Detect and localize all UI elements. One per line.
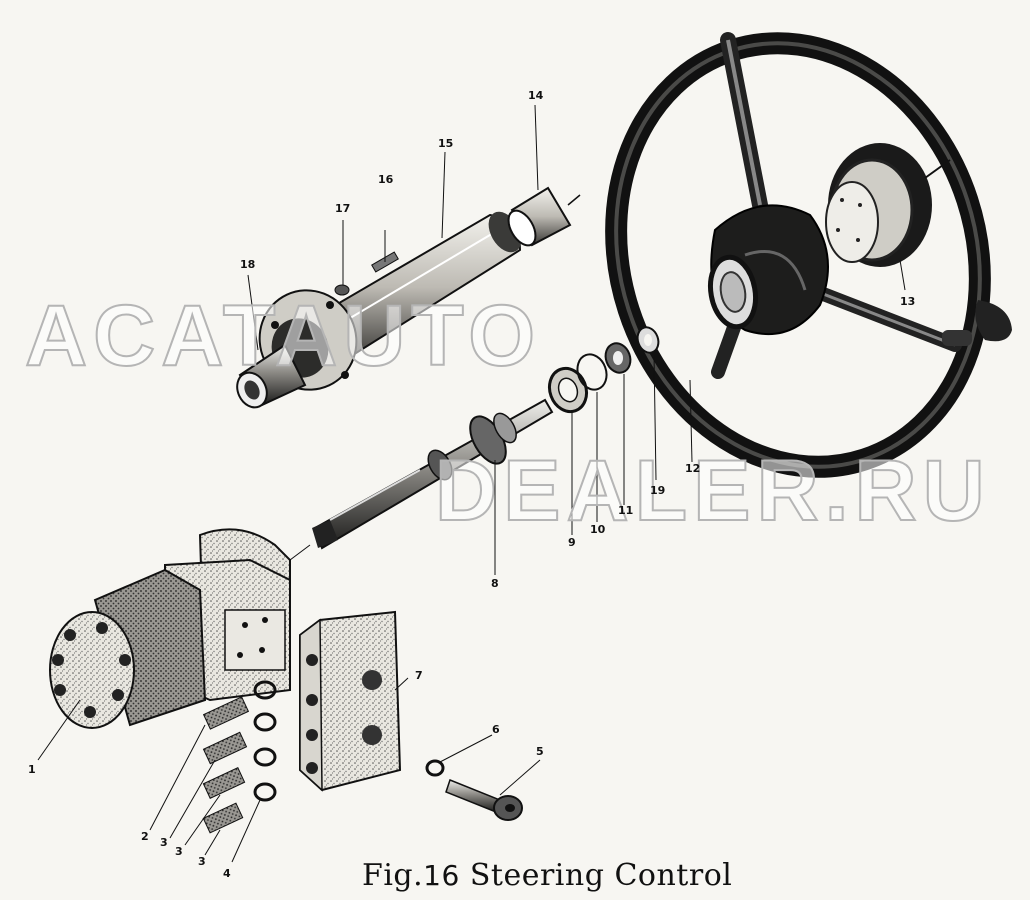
figure-caption: Fig.16 Steering Control [362,858,732,893]
callout-19: 19 [650,484,666,497]
callout-5: 5 [536,745,544,758]
pipe-fittings [149,696,250,856]
callout-4: 4 [223,867,231,880]
nut [604,342,632,505]
callout-1: 1 [28,763,36,776]
callout-8: 8 [491,577,499,590]
callout-12: 12 [685,462,701,475]
callout-18: 18 [240,258,256,271]
caption-prefix: Fig. [362,858,424,893]
steering-wheel [605,32,1012,478]
o-ring-seals [231,680,277,863]
caption-title: Steering Control [469,858,733,893]
callout-3a: 3 [160,836,168,849]
lock-screw [334,220,350,296]
valve-block [299,610,409,792]
caption-number: 16 [423,859,460,892]
callout-14: 14 [528,89,544,102]
callout-leaders [247,104,906,463]
callout-6: 6 [492,723,500,736]
callout-9: 9 [568,536,576,549]
seal-ring [547,366,589,535]
washer [636,326,660,481]
callout-3c: 3 [198,855,206,868]
clamp-bolt [371,230,399,273]
snap-ring [576,353,608,522]
upper-bearing [507,186,581,247]
steering-unit-body [37,528,311,761]
column-sleeve [236,343,307,409]
callout-13: 13 [900,295,916,308]
callout-15: 15 [438,137,454,150]
steering-shaft [312,398,554,575]
horn-button [825,143,951,267]
callout-2: 2 [141,830,149,843]
callout-16: 16 [378,173,394,186]
callout-7: 7 [415,669,423,682]
callout-11: 11 [618,504,634,517]
mounting-bolt [445,759,541,821]
callout-10: 10 [590,523,606,536]
spring-washer [425,734,493,777]
callout-17: 17 [335,202,351,215]
callout-3b: 3 [175,845,183,858]
